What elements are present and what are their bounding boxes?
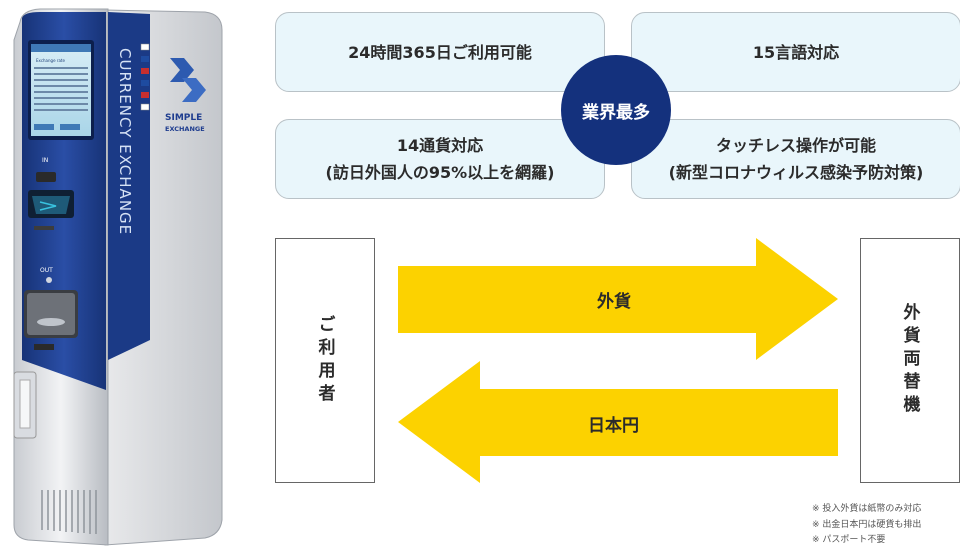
exchange-machine-box: 外貨両替機 (860, 238, 960, 483)
svg-text:CURRENCY EXCHANGE: CURRENCY EXCHANGE (116, 48, 134, 235)
arrow-left (398, 361, 838, 483)
feature-languages-text: 15言語対応 (752, 42, 840, 62)
feature-currencies-line1: 14通貨対応 (396, 136, 484, 155)
user-label: ご利用者 (314, 314, 335, 407)
feature-languages: 15言語対応 (631, 12, 960, 92)
feature-touchless: タッチレス操作が可能 (新型コロナウィルス感染予防対策) (631, 119, 960, 199)
currency-exchange-machine-image: Exchange rate CURRENCY EXCHANGE SIMPLE E… (13, 8, 223, 546)
arrow-right (398, 238, 838, 360)
feature-touchless-line2: (新型コロナウィルス感染予防対策) (668, 163, 924, 182)
svg-text:IN: IN (42, 157, 48, 164)
feature-hours: 24時間365日ご利用可能 (275, 12, 605, 92)
footnotes: ※ 投入外貨は紙幣のみ対応 ※ 出金日本円は硬貨も排出 ※ パスポート不要 (812, 502, 921, 549)
arrow-right-label: 外貨 (597, 292, 631, 312)
exchange-machine-label: 外貨両替機 (899, 303, 920, 418)
svg-text:Exchange rate: Exchange rate (36, 58, 65, 63)
footnote: ※ パスポート不要 (812, 535, 886, 545)
footnote: ※ 出金日本円は硬貨も排出 (812, 519, 922, 530)
feature-hours-text: 24時間365日ご利用可能 (348, 42, 532, 62)
svg-text:SIMPLE: SIMPLE (165, 113, 202, 123)
svg-text:OUT: OUT (40, 267, 53, 274)
feature-touchless-line1: タッチレス操作が可能 (715, 136, 876, 155)
arrow-left-shape (398, 361, 838, 483)
user-box: ご利用者 (275, 238, 375, 483)
industry-most-badge: 業界最多 (561, 55, 671, 165)
badge-text: 業界最多 (582, 102, 650, 123)
svg-text:EXCHANGE: EXCHANGE (165, 125, 205, 133)
feature-currencies-line2: (訪日外国人の95%以上を網羅) (325, 163, 555, 182)
footnote: ※ 投入外貨は紙幣のみ対応 (812, 504, 922, 514)
feature-currencies: 14通貨対応 (訪日外国人の95%以上を網羅) (275, 119, 605, 199)
arrow-left-label: 日本円 (588, 416, 639, 436)
arrow-right-shape (398, 238, 838, 360)
